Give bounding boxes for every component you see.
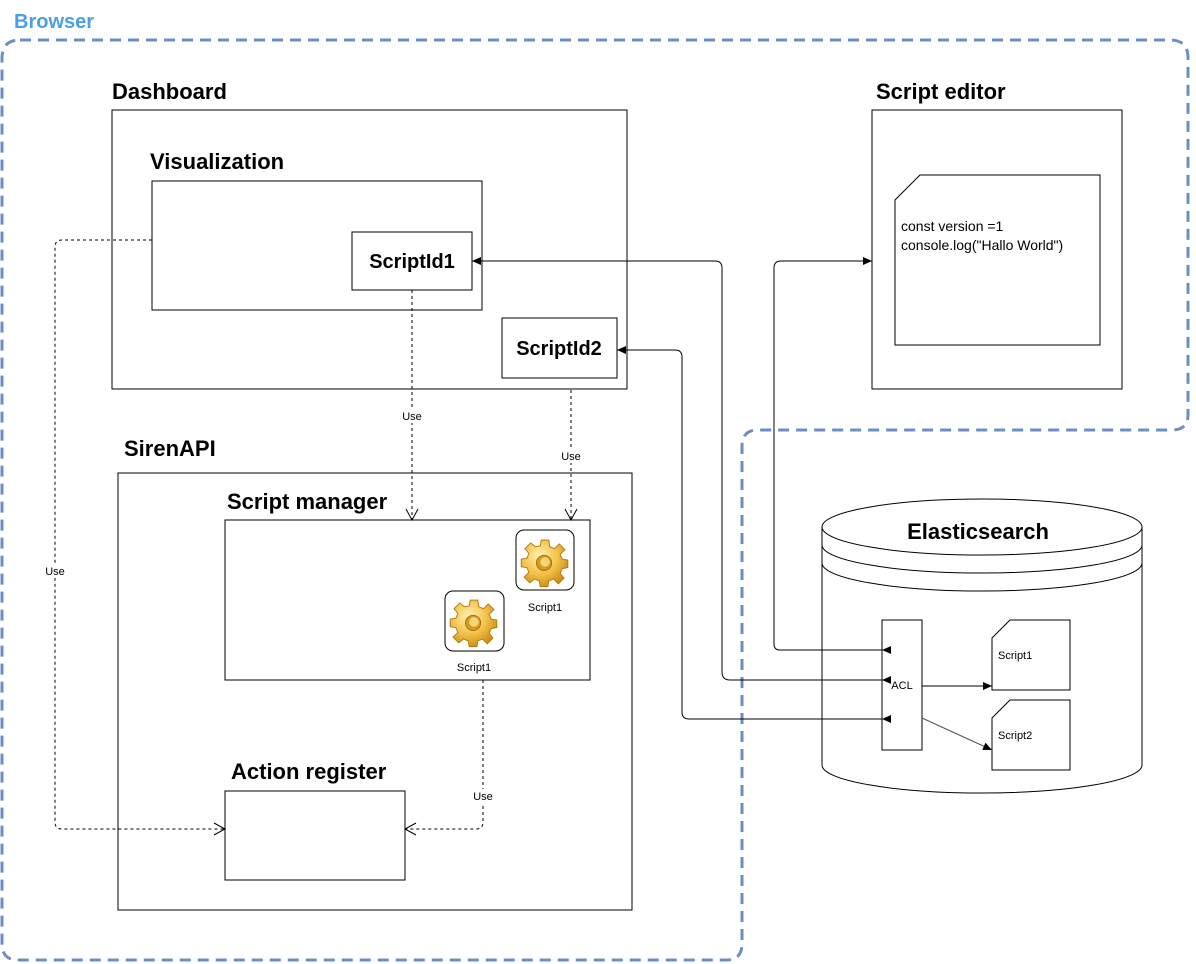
script-manager-title: Script manager [227, 489, 388, 514]
siren-api-title: SirenAPI [124, 436, 216, 461]
es-script-2-label: Script2 [998, 730, 1032, 742]
gear-icon [444, 590, 505, 652]
scriptid2-acl-connector [617, 346, 891, 723]
action-register-box [224, 790, 406, 881]
dashboard-title: Dashboard [112, 79, 227, 104]
browser-label: Browser [14, 11, 94, 33]
use-label-4: Use [473, 791, 493, 803]
script-id-1-label: ScriptId1 [369, 251, 455, 273]
use-label-bg-3 [41, 564, 69, 578]
use-label-3: Use [45, 566, 65, 578]
script-editor-title: Script editor [876, 79, 1006, 104]
es-script-2-doc [991, 699, 1071, 771]
visualization-title: Visualization [150, 149, 284, 174]
acl-script2-connector [921, 717, 993, 751]
code-line-2: console.log("Hallo World") [901, 237, 1063, 253]
elasticsearch-title: Elasticsearch [907, 519, 1049, 544]
es-script-1-label: Script1 [998, 650, 1032, 662]
code-line-1: const version =1 [901, 218, 1004, 234]
use-label-2: Use [561, 451, 581, 463]
script-id-2-label: ScriptId2 [516, 338, 602, 360]
use-label-bg-4 [469, 789, 497, 803]
acl-label: ACL [891, 680, 912, 692]
es-script-1-doc [991, 619, 1071, 691]
use-label-1: Use [402, 411, 422, 423]
use-label-bg-1 [398, 409, 426, 423]
gear-icon [515, 529, 575, 591]
gear-label-b: Script1 [457, 662, 491, 674]
use-connector-visualization [54, 239, 227, 836]
use-label-bg-2 [557, 449, 585, 463]
action-register-title: Action register [231, 759, 387, 784]
code-document [894, 174, 1101, 346]
gear-label-a: Script1 [528, 602, 562, 614]
